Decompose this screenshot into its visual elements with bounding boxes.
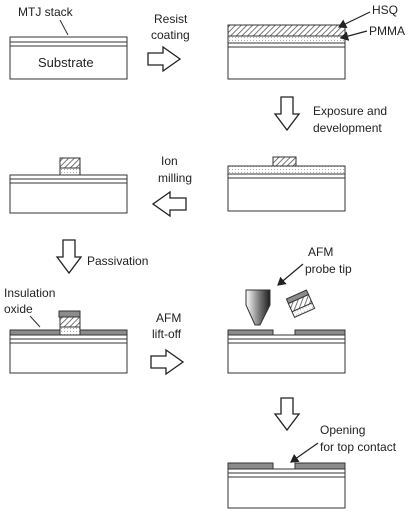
hsq-layer <box>227 24 346 37</box>
passivation-label: Passivation <box>87 254 148 268</box>
oxide-right <box>79 329 128 336</box>
step-ion-milled <box>9 157 128 214</box>
afm-tip-pointer <box>277 263 304 286</box>
oxide-right-7 <box>294 462 346 470</box>
exposure-label-2: development <box>313 121 382 135</box>
afm-liftoff-label-1: AFM <box>156 311 181 325</box>
mtj-layer-4 <box>9 174 128 180</box>
step-mtj-stack: Substrate MTJ stack <box>9 5 128 80</box>
mtj-layer-2 <box>227 42 346 48</box>
substrate-block-4 <box>9 182 128 214</box>
lifted-pillar-icon <box>285 289 316 318</box>
pmma-pillar <box>59 167 81 176</box>
hsq-pillar-5 <box>59 316 81 328</box>
opening-label-2: for top contact <box>320 440 397 454</box>
ion-label-2: milling <box>158 171 192 185</box>
mtj-layer-7b <box>227 472 346 478</box>
arrow-resist-coating: Resist coating <box>147 12 190 73</box>
arrow-ion-milling: Ion milling <box>151 154 192 218</box>
hsq-label: HSQ <box>372 3 398 17</box>
mtj-stack-pointer <box>59 19 69 36</box>
substrate-block-6 <box>227 342 346 374</box>
resist-label-2: coating <box>151 28 190 42</box>
down-arrow-icon-2 <box>55 239 83 275</box>
oxide-left-7 <box>227 462 274 470</box>
pmma-label: PMMA <box>369 24 405 38</box>
oxide-left-6 <box>227 329 274 336</box>
opening-label-1: Opening <box>320 423 365 437</box>
mtj-layer-6 <box>227 334 346 340</box>
mtj-layer-top <box>9 36 128 43</box>
opening-pointer <box>290 442 319 463</box>
substrate-block-2 <box>227 46 346 80</box>
ion-label-1: Ion <box>161 154 178 168</box>
hsq-mask <box>272 156 297 167</box>
step-resist-coated: HSQ PMMA <box>227 3 405 80</box>
arrow-exposure: Exposure and development <box>273 96 387 135</box>
mtj-layer-4b <box>9 178 128 184</box>
afm-tip-label-2: probe tip <box>305 262 352 276</box>
substrate-block <box>9 45 128 80</box>
mtj-layer-7 <box>227 468 346 474</box>
substrate-block-3 <box>227 177 346 212</box>
step-passivated: Insulation oxide <box>4 286 128 374</box>
mtj-layer-5b <box>9 338 128 344</box>
substrate-label: Substrate <box>38 55 94 70</box>
insulation-label-2: oxide <box>4 302 33 316</box>
mtj-layer-mid <box>9 41 128 47</box>
substrate-block-7 <box>227 476 346 509</box>
arrow-passivation: Passivation <box>55 239 148 275</box>
right-arrow-icon <box>147 45 182 73</box>
pmma-layer-3 <box>227 165 346 175</box>
down-arrow-icon <box>273 96 301 132</box>
afm-tip-label-1: AFM <box>308 245 333 259</box>
exposure-label-1: Exposure and <box>313 104 387 118</box>
pmma-layer <box>227 35 346 44</box>
step-opening: Opening for top contact <box>227 423 397 509</box>
arrow-afm-liftoff: AFM lift-off <box>150 311 185 376</box>
mtj-layer-6b <box>227 338 346 344</box>
hsq-pointer <box>337 11 371 29</box>
insulation-label-1: Insulation <box>4 286 55 300</box>
pmma-pillar-5 <box>59 326 81 336</box>
mtj-stack-label: MTJ stack <box>18 5 74 19</box>
substrate-block-5 <box>9 342 128 374</box>
left-arrow-icon <box>151 190 187 218</box>
step-afm-liftoff: AFM probe tip <box>227 245 352 374</box>
oxide-left <box>9 329 61 336</box>
right-arrow-icon-2 <box>150 348 185 376</box>
afm-probe-tip-icon <box>245 289 271 326</box>
oxide-cap <box>58 310 81 318</box>
down-arrow-icon-3 <box>273 397 301 432</box>
hsq-pillar <box>59 157 81 169</box>
pmma-pointer <box>339 30 368 41</box>
insulation-pointer <box>29 315 41 328</box>
afm-liftoff-label-2: lift-off <box>152 327 182 341</box>
oxide-right-6 <box>294 329 346 336</box>
step-developed <box>227 156 346 212</box>
arrow-final <box>273 397 301 432</box>
mtj-layer-3 <box>227 173 346 179</box>
resist-label-1: Resist <box>154 12 188 26</box>
mtj-layer-5 <box>9 334 128 340</box>
